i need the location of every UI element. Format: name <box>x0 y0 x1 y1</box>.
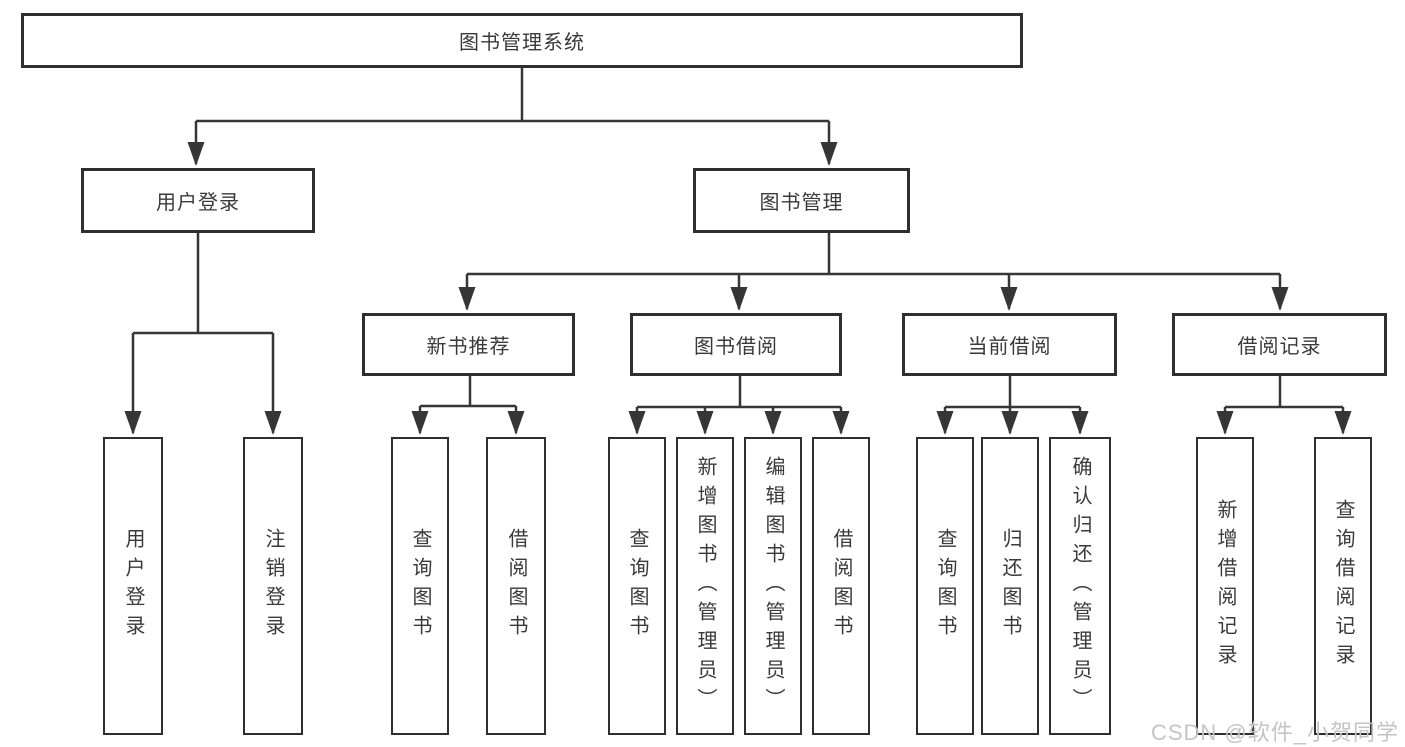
leaf-return-book: 归还图书 <box>981 437 1039 735</box>
node-library-management-system: 图书管理系统 <box>21 13 1023 68</box>
leaf-query-book-2: 查询图书 <box>608 437 666 735</box>
leaf-borrow-book-1: 借阅图书 <box>486 437 546 735</box>
node-book-borrow: 图书借阅 <box>630 313 842 376</box>
leaf-add-borrow-record: 新增借阅记录 <box>1196 437 1254 735</box>
node-current-borrow: 当前借阅 <box>902 313 1117 376</box>
csdn-watermark: CSDN @软件_小贺同学 <box>1150 720 1399 745</box>
leaf-logout: 注销登录 <box>243 437 303 735</box>
leaf-confirm-return-admin: 确认归还（管理员） <box>1049 437 1111 735</box>
leaf-query-book-3: 查询图书 <box>916 437 974 735</box>
leaf-add-book-admin: 新增图书（管理员） <box>676 437 734 735</box>
leaf-borrow-book-2: 借阅图书 <box>812 437 870 735</box>
node-borrow-records: 借阅记录 <box>1172 313 1387 376</box>
leaf-edit-book-admin: 编辑图书（管理员） <box>744 437 802 735</box>
leaf-query-book-1: 查询图书 <box>391 437 449 735</box>
leaf-query-borrow-record: 查询借阅记录 <box>1314 437 1372 735</box>
node-new-book-recommend: 新书推荐 <box>362 313 575 376</box>
node-book-management: 图书管理 <box>693 168 910 233</box>
node-user-login: 用户登录 <box>81 168 315 233</box>
leaf-user-login: 用户登录 <box>103 437 163 735</box>
